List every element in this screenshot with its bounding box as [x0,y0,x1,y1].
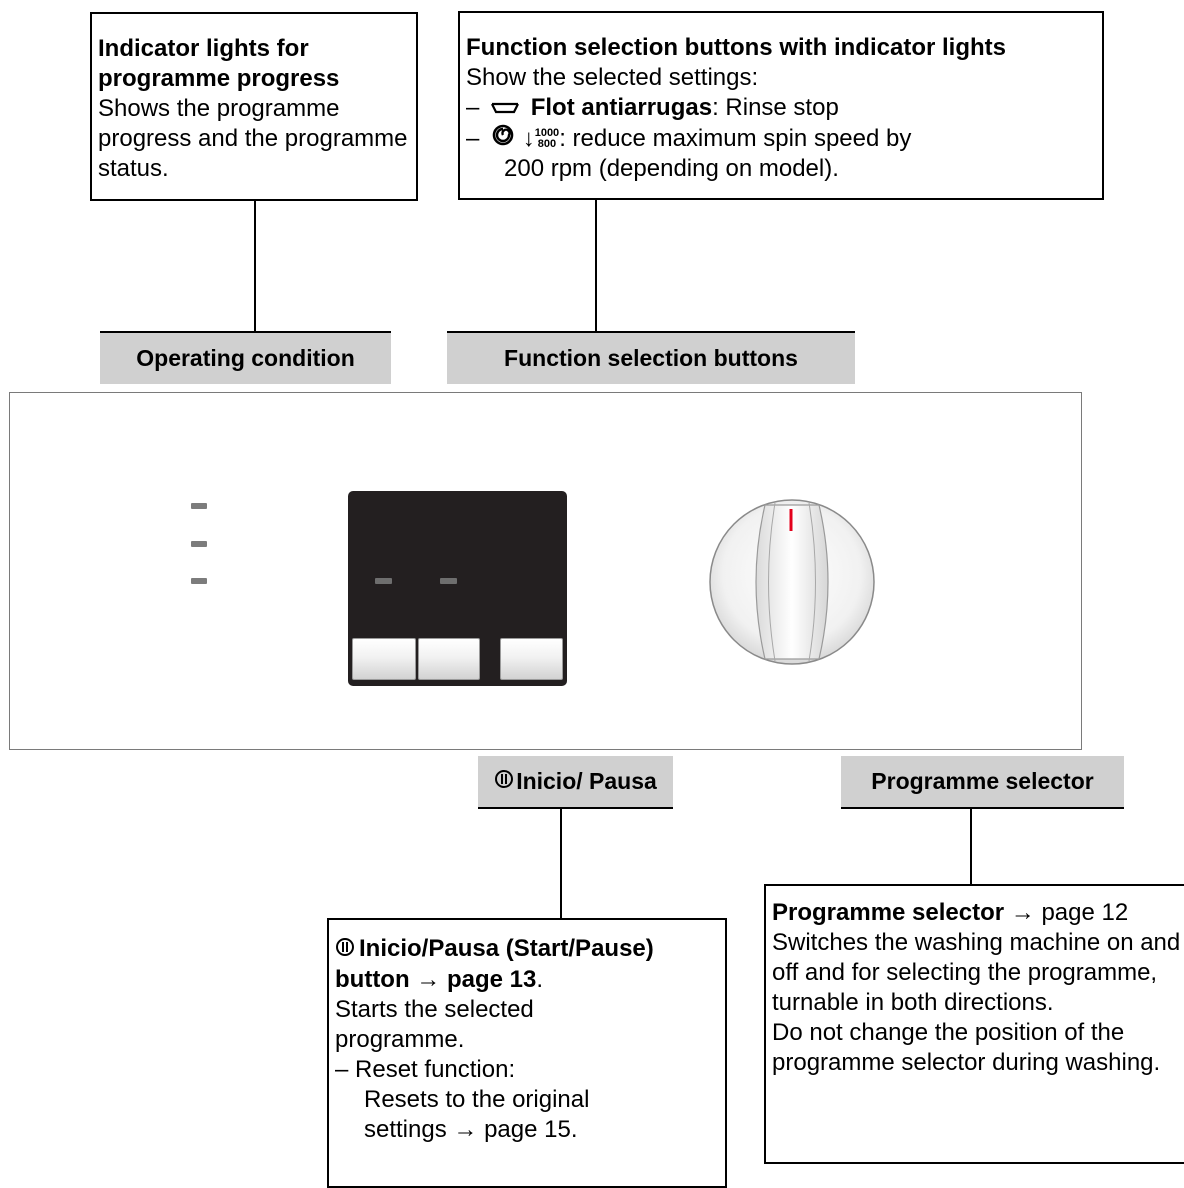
callout-functions-item1: – Flot antiarrugas: Rinse stop [466,93,1096,124]
arrow-right-icon: → [453,1115,478,1143]
reset-label: Reset function: [355,1055,516,1083]
function-indicator-light [375,578,392,584]
arrow-right-icon: → [416,965,441,993]
callout-startpause-reset: – Reset function: [335,1055,719,1085]
rinse-stop-button[interactable] [352,638,416,680]
spin-speed-low: 800 [537,138,557,151]
page-reference: page 12 [1041,899,1129,926]
connector-line [560,809,562,919]
connector-line [595,199,597,332]
arrow-right-icon: → [1010,899,1035,926]
spin-reduce-button[interactable] [418,638,480,680]
period: . [536,965,544,993]
callout-progress-title: Indicator lights for programme progress [98,35,340,92]
progress-indicator-light [191,578,207,584]
label-programme-selector: Programme selector [841,756,1124,809]
page-reference: page 15. [484,1115,578,1143]
progress-indicator-light [191,541,207,547]
progress-indicator-light [191,503,207,509]
flot-antiarrugas-label: Flot antiarrugas [530,94,713,121]
callout-selector-text1: Switches the washing machine on and off … [772,929,1181,1016]
connector-line [970,809,972,885]
programme-selector-knob[interactable] [707,497,877,667]
label-function-selection-buttons: Function selection buttons [447,331,855,384]
function-indicator-light [440,578,457,584]
callout-startpause-title: Inicio/Pausa (Start/Pause) [335,934,719,965]
callout-startpause-title-line2: button → page 13. [335,965,719,995]
spin-reduce-arrow-icon: ↓ [522,124,535,152]
start-pause-button[interactable] [500,638,563,680]
rinse-stop-desc: : Rinse stop [712,94,839,121]
programme-selector-title: Programme selector [772,899,1005,926]
callout-functions-intro: Show the selected settings: [466,64,759,91]
callout-startpause-reset-text: Resets to the original settings → page 1… [335,1085,664,1145]
callout-progress-text: Shows the programme progress and the pro… [98,95,408,182]
connector-line [254,200,256,332]
spin-icon [492,124,514,154]
start-pause-title-text: Inicio/Pausa (Start/Pause) [359,935,654,962]
callout-startpause-text: Starts the selected programme. [335,995,534,1053]
rinse-stop-icon [490,94,520,124]
callout-selector-title-line: Programme selector → page 12 [772,898,1182,928]
button-word: button [335,965,410,993]
dash: – [335,1055,349,1083]
label-start-pause: Inicio/ Pausa [478,756,673,809]
callout-start-pause: Inicio/Pausa (Start/Pause) button → page… [327,918,727,1188]
callout-functions-title: Function selection buttons with indicato… [466,34,1006,61]
callout-function-buttons: Function selection buttons with indicato… [458,11,1104,200]
callout-programme-selector: Programme selector → page 12 Switches th… [764,884,1184,1164]
label-operating-condition: Operating condition [100,331,391,384]
reset-text: Resets to the original settings [364,1085,590,1143]
spin-speed-high: 1000 [534,127,560,140]
start-pause-icon [335,935,355,965]
dash: – [466,124,480,152]
callout-functions-item2-cont: 200 rpm (depending on model). [504,155,839,183]
callout-selector-text2: Do not change the position of the progra… [772,1019,1161,1076]
spin-desc: : reduce maximum spin speed by [559,124,912,152]
start-pause-label: Inicio/ Pausa [516,768,657,794]
start-pause-icon [494,768,514,795]
dash: – [466,94,480,121]
callout-progress-indicators: Indicator lights for programme progress … [90,12,418,201]
page-reference: page 13 [446,965,537,993]
